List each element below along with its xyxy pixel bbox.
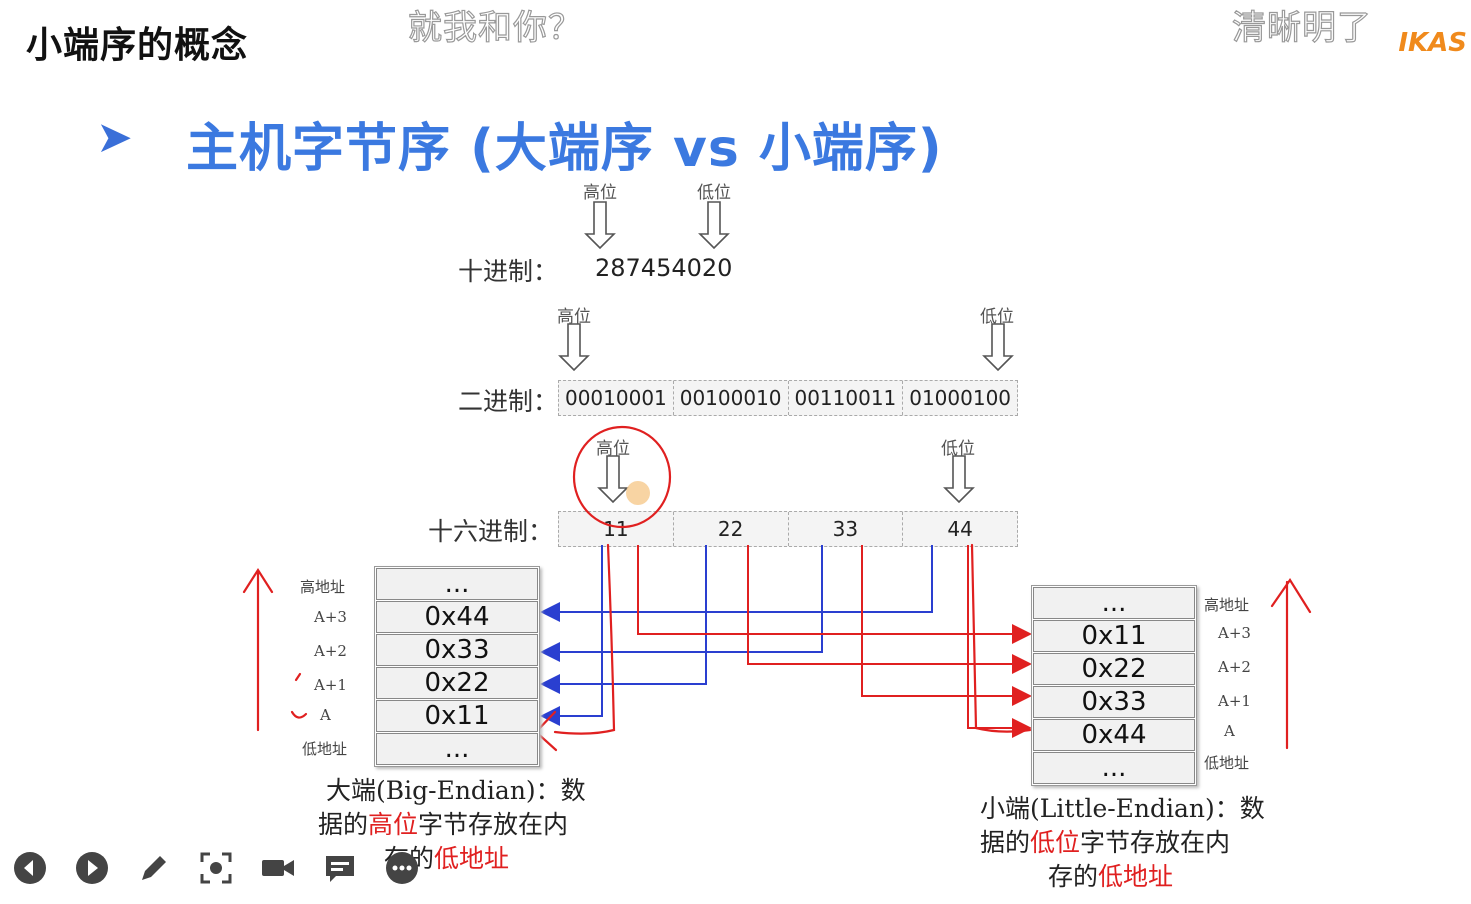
memory-cell: 0x33: [1033, 686, 1195, 718]
danmu-comment-center: 就我和你？: [407, 7, 583, 48]
down-arrow-icon: [558, 323, 590, 372]
address-label: A+1: [1218, 692, 1251, 710]
annotation-up-arrow-icon: [242, 567, 274, 732]
decimal-value: 287454020: [595, 254, 733, 282]
slide-corner-title: 小端序的概念: [26, 25, 249, 66]
binary-byte: 01000100: [909, 386, 1012, 410]
danmu-comment-right: 清晰明了: [1231, 7, 1372, 48]
address-label: 高地址: [1204, 596, 1250, 614]
annotation-stroke: [553, 543, 616, 735]
annotation-tick: [290, 710, 308, 719]
big-endian-lines: [540, 545, 933, 726]
address-label: A+1: [314, 676, 347, 694]
big-endian-description: 大端(Big-Endian)：数 据的高位字节存放在内 存的低地址: [318, 774, 618, 876]
hollow-arrows: [558, 201, 1014, 504]
decimal-low-label: 低位: [697, 183, 731, 203]
memory-cell: 0x22: [376, 667, 538, 699]
hex-byte: 44: [947, 517, 973, 541]
decimal-high-label: 高位: [583, 183, 617, 203]
little-endian-lines: [637, 545, 1032, 738]
down-arrow-icon: [943, 455, 975, 504]
desc-highlight: 低地址: [1098, 862, 1174, 891]
annotation-up-arrow-icon: [1270, 577, 1312, 750]
hex-high-label: 高位: [596, 439, 630, 459]
cursor-highlight: [626, 481, 650, 505]
desc-highlight: 高位: [368, 810, 419, 839]
address-label: 高地址: [300, 578, 346, 596]
address-label: 低地址: [1204, 754, 1250, 772]
hex-byte-row: 11 22 33 44: [558, 511, 1018, 547]
down-arrow-icon: [584, 201, 616, 250]
desc-line: 存的低地址: [1048, 862, 1174, 891]
address-label: A+2: [314, 642, 347, 660]
play-icon[interactable]: [74, 850, 110, 886]
pen-icon[interactable]: [136, 850, 172, 886]
decimal-label: 十进制：: [458, 257, 559, 286]
hex-byte: 11: [559, 512, 674, 546]
hex-low-label: 低位: [941, 439, 975, 459]
screenshot-icon[interactable]: [198, 850, 234, 886]
bullet-arrow-icon: ➤: [96, 112, 133, 163]
desc-line: 据的低位字节存放在内: [980, 828, 1231, 857]
binary-label: 二进制：: [458, 387, 559, 416]
binary-byte: 00100010: [674, 381, 789, 415]
annotation-stroke: [970, 543, 1032, 733]
player-controls: [12, 850, 420, 886]
more-icon[interactable]: [384, 850, 420, 886]
memory-cell: 0x11: [376, 700, 538, 732]
hex-label: 十六进制：: [428, 517, 554, 546]
comment-icon[interactable]: [322, 850, 358, 886]
memory-cell: 0x44: [376, 601, 538, 633]
big-endian-memory: ... 0x44 0x33 0x22 0x11 ...: [374, 566, 540, 767]
address-label: 低地址: [302, 740, 348, 758]
down-arrow-icon: [698, 201, 730, 250]
binary-byte: 00110011: [789, 381, 904, 415]
annotation-circle: [572, 425, 672, 529]
watermark-logo: IKAS: [1398, 28, 1467, 58]
desc-line: 据的高位字节存放在内: [318, 810, 569, 839]
down-arrow-icon: [982, 323, 1014, 372]
main-title: 主机字节序 (大端序 vs 小端序): [186, 119, 943, 179]
handwritten-annotations: [242, 425, 1312, 752]
little-endian-description: 小端(Little-Endian)：数 据的低位字节存放在内 存的低地址: [980, 792, 1280, 894]
desc-highlight: 低位: [1030, 828, 1081, 857]
prev-icon[interactable]: [12, 850, 48, 886]
binary-low-label: 低位: [980, 307, 1014, 327]
binary-byte: 00010001: [559, 381, 674, 415]
memory-cell: ...: [1033, 752, 1195, 784]
down-arrow-icon: [597, 455, 629, 504]
little-endian-memory: ... 0x11 0x22 0x33 0x44 ...: [1031, 585, 1197, 786]
address-label: A: [320, 706, 331, 724]
memory-cell: ...: [376, 733, 538, 765]
annotation-tick: [294, 672, 302, 682]
camera-icon[interactable]: [260, 850, 296, 886]
desc-highlight: 低地址: [434, 844, 510, 873]
memory-cell: ...: [1033, 587, 1195, 619]
desc-line: 大端(Big-Endian)：数: [326, 776, 586, 805]
memory-cell: 0x22: [1033, 653, 1195, 685]
address-label: A+2: [1218, 658, 1251, 676]
desc-line: 小端(Little-Endian)：数: [980, 794, 1265, 823]
address-label: A+3: [314, 608, 347, 626]
binary-byte-row: 00010001 00100010 00110011 01000100: [558, 380, 1018, 416]
memory-cell: 0x33: [376, 634, 538, 666]
memory-cell: ...: [376, 568, 538, 600]
hex-byte: 33: [789, 512, 904, 546]
memory-cell: 0x11: [1033, 620, 1195, 652]
binary-high-label: 高位: [557, 307, 591, 327]
address-label: A: [1224, 722, 1235, 740]
hex-byte: 22: [674, 512, 789, 546]
memory-cell: 0x44: [1033, 719, 1195, 751]
address-label: A+3: [1218, 624, 1251, 642]
